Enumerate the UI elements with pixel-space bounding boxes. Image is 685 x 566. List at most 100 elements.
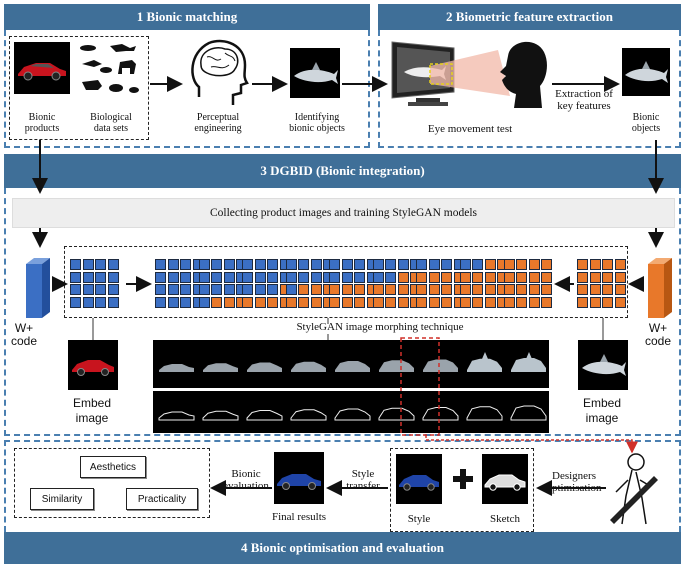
latent-cell	[484, 271, 496, 283]
embed-shark-image	[578, 340, 628, 390]
latent-cell	[397, 284, 409, 295]
latent-cell	[267, 284, 279, 295]
identifying-bionic-objects-label: Identifying bionic objects	[289, 112, 345, 134]
latent-cell	[589, 259, 601, 270]
latent-cell	[459, 284, 471, 295]
brain-head-icon	[191, 39, 249, 105]
latent-grid-morph-3	[242, 259, 291, 308]
latent-cell	[198, 284, 210, 295]
latent-cell	[254, 296, 266, 308]
identified-shark-image	[290, 48, 340, 98]
latent-cell	[341, 284, 353, 295]
latent-cell	[503, 296, 515, 308]
latent-cell	[516, 259, 527, 270]
latent-cell	[372, 271, 384, 283]
latent-cell	[528, 259, 540, 270]
designer-figure	[606, 450, 660, 528]
panel1-frame	[4, 30, 370, 148]
morph-sketch-frame	[158, 411, 195, 421]
morph-frame	[335, 361, 370, 372]
latent-cell	[577, 296, 588, 308]
style-label: Style	[407, 513, 431, 525]
latent-cell	[428, 259, 440, 270]
w-plus-code-left-block	[22, 256, 52, 320]
latent-cell	[397, 271, 409, 283]
sketch-label: Sketch	[490, 513, 520, 525]
latent-cell	[310, 296, 322, 308]
latent-grid-target	[577, 259, 626, 308]
biological-data-sets-image	[76, 40, 144, 98]
latent-grid-morph-7	[416, 259, 465, 308]
latent-cell	[298, 259, 310, 270]
morph-frame	[291, 361, 326, 372]
practicality-tag: Practicality	[126, 488, 198, 510]
panel3-header: 3 DGBID (Bionic integration)	[4, 154, 681, 188]
latent-cell	[298, 284, 310, 295]
latent-cell	[589, 296, 601, 308]
latent-cell	[198, 271, 210, 283]
latent-cell	[70, 271, 81, 283]
latent-cell	[70, 259, 81, 270]
w-plus-code-right-block	[644, 256, 674, 320]
bionic-object-shark-image	[622, 48, 670, 96]
morph-sketch-frame	[466, 406, 503, 421]
morph-sketch-frame	[290, 409, 327, 421]
brain-head-image	[185, 35, 251, 109]
latent-cell	[167, 284, 179, 295]
latent-cell	[385, 284, 397, 295]
latent-cell	[107, 271, 119, 283]
latent-cell	[614, 284, 626, 295]
latent-cell	[602, 271, 613, 283]
latent-cell	[82, 271, 94, 283]
latent-cell	[541, 284, 552, 295]
latent-cell	[416, 259, 428, 270]
latent-cell	[285, 296, 297, 308]
latent-cell	[211, 259, 223, 270]
latent-cell	[329, 271, 341, 283]
latent-cell	[298, 296, 310, 308]
latent-cell	[82, 296, 94, 308]
latent-cell	[223, 259, 235, 270]
latent-cell	[441, 284, 453, 295]
latent-cell	[503, 284, 515, 295]
latent-cell	[516, 284, 527, 295]
latent-cell	[95, 259, 106, 270]
aesthetics-tag: Aesthetics	[80, 456, 146, 478]
morph-frame	[203, 363, 238, 372]
person-head-image	[496, 36, 552, 110]
latent-cell	[82, 284, 94, 295]
panel3-frame	[4, 188, 681, 436]
sketch-image	[482, 454, 528, 504]
bionic-products-label: Bionic products	[24, 112, 60, 134]
designer-with-pencil-icon	[610, 453, 658, 525]
morph-frame	[511, 352, 546, 372]
extraction-label: Extraction of key features	[555, 88, 613, 112]
latent-cell	[459, 259, 471, 270]
latent-cell	[528, 284, 540, 295]
morph-frame	[423, 359, 458, 372]
products-datasets-box	[9, 36, 149, 140]
bionic-evaluation-label: Bionic evaluation	[223, 468, 269, 492]
latent-cell	[516, 271, 527, 283]
latent-cell	[614, 271, 626, 283]
embed-car-image	[68, 340, 118, 390]
latent-cell	[541, 296, 552, 308]
animal-silhouettes-icon	[80, 44, 139, 93]
latent-cell	[180, 271, 191, 283]
latent-cell	[298, 271, 310, 283]
latent-cell	[428, 296, 440, 308]
latent-cell	[285, 271, 297, 283]
latent-cell	[107, 284, 119, 295]
latent-cell	[528, 296, 540, 308]
shark-icon	[625, 61, 668, 83]
latent-cell	[614, 296, 626, 308]
latent-cell	[385, 271, 397, 283]
latent-cell	[198, 259, 210, 270]
latent-cell	[254, 284, 266, 295]
criteria-box	[14, 448, 210, 518]
latent-cell	[397, 296, 409, 308]
morph-sketch-frame	[422, 407, 459, 421]
latent-cell	[341, 296, 353, 308]
bionic-product-image	[14, 42, 70, 94]
latent-cell	[242, 271, 254, 283]
